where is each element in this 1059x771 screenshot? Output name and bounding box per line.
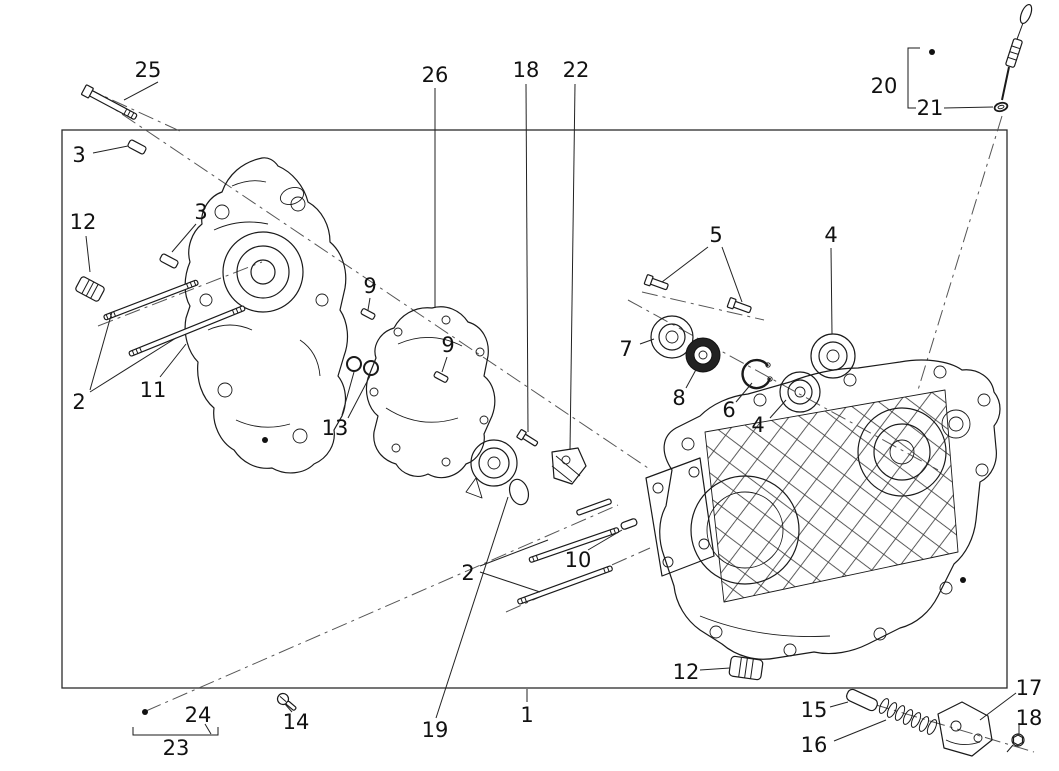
callout-25: 25 — [134, 58, 162, 82]
hex-bolt-25 — [81, 84, 138, 120]
bushing-12a — [75, 276, 105, 302]
stud-2b2 — [528, 527, 620, 563]
callout-24: 24 — [184, 703, 212, 727]
oil-seal-8-drawing — [685, 337, 721, 373]
bearing-4a-drawing — [810, 333, 856, 379]
dowel-3b — [159, 253, 179, 269]
callout-3a: 3 — [72, 143, 86, 167]
right-crankcase-half-drawing — [645, 359, 1001, 660]
callout-18b: 18 — [1015, 706, 1043, 730]
callout-2a: 2 — [72, 390, 86, 414]
circlip-6-drawing — [741, 358, 773, 390]
plug-9b — [433, 371, 449, 383]
water-pump-drawing — [465, 439, 530, 506]
bolt-18b — [1006, 733, 1025, 753]
callout-12a: 12 — [69, 210, 97, 234]
screw-14 — [276, 692, 297, 711]
callout-17: 17 — [1015, 676, 1043, 700]
reference-dot — [960, 577, 966, 583]
callout-15: 15 — [800, 698, 828, 722]
callout-3b: 3 — [194, 200, 208, 224]
reference-dot — [262, 437, 268, 443]
bracket-22-drawing — [551, 447, 587, 485]
callout-6: 6 — [722, 398, 736, 422]
bracket-20 — [907, 47, 935, 109]
callout-22: 22 — [562, 58, 590, 82]
callout-4a: 4 — [824, 223, 838, 247]
screw-5a — [643, 274, 669, 291]
bearing-4b-drawing — [779, 371, 821, 413]
plate-17-drawing — [937, 701, 993, 757]
callout-13: 13 — [321, 416, 349, 440]
screw-5b — [726, 297, 752, 314]
callout-5: 5 — [709, 223, 723, 247]
dipstick-20-drawing — [1001, 3, 1033, 101]
callout-4b: 4 — [751, 413, 765, 437]
o-ring-13a — [346, 356, 362, 372]
o-ring-19 — [508, 478, 530, 506]
diagram-border — [61, 129, 1008, 689]
callout-18a: 18 — [512, 58, 540, 82]
callout-16: 16 — [800, 733, 828, 757]
stud-2a1 — [103, 279, 199, 321]
plug-9a — [360, 308, 376, 320]
spring-16-drawing — [878, 698, 938, 735]
callout-11: 11 — [139, 378, 167, 402]
bushing-12b — [728, 655, 764, 681]
leader-lines — [85, 81, 1020, 742]
bracket-23 — [132, 709, 219, 736]
callout-10: 10 — [564, 548, 592, 572]
callout-9b: 9 — [441, 333, 455, 357]
stud-short — [576, 498, 612, 516]
stud-2b1 — [517, 565, 613, 605]
callout-8: 8 — [672, 386, 686, 410]
callout-19: 19 — [421, 718, 449, 742]
o-ring-13b — [363, 360, 379, 376]
callout-1: 1 — [520, 703, 534, 727]
left-crankcase-half-drawing — [184, 157, 349, 474]
callout-14: 14 — [282, 710, 310, 734]
stud-11 — [128, 305, 246, 357]
gasket-drawing — [365, 306, 496, 479]
callout-23: 23 — [162, 736, 190, 760]
dowel-3a — [127, 139, 147, 155]
callout-26: 26 — [421, 63, 449, 87]
callout-9a: 9 — [363, 274, 377, 298]
pin-10 — [620, 518, 638, 530]
bearing-7-drawing — [650, 315, 694, 359]
callout-20: 20 — [870, 74, 898, 98]
callout-12b: 12 — [672, 660, 700, 684]
callout-7: 7 — [619, 337, 633, 361]
bolt-18a — [516, 429, 539, 447]
callout-21: 21 — [916, 96, 944, 120]
pin-15 — [846, 688, 878, 712]
o-ring-21-drawing — [993, 101, 1009, 113]
callout-2b: 2 — [461, 561, 475, 585]
